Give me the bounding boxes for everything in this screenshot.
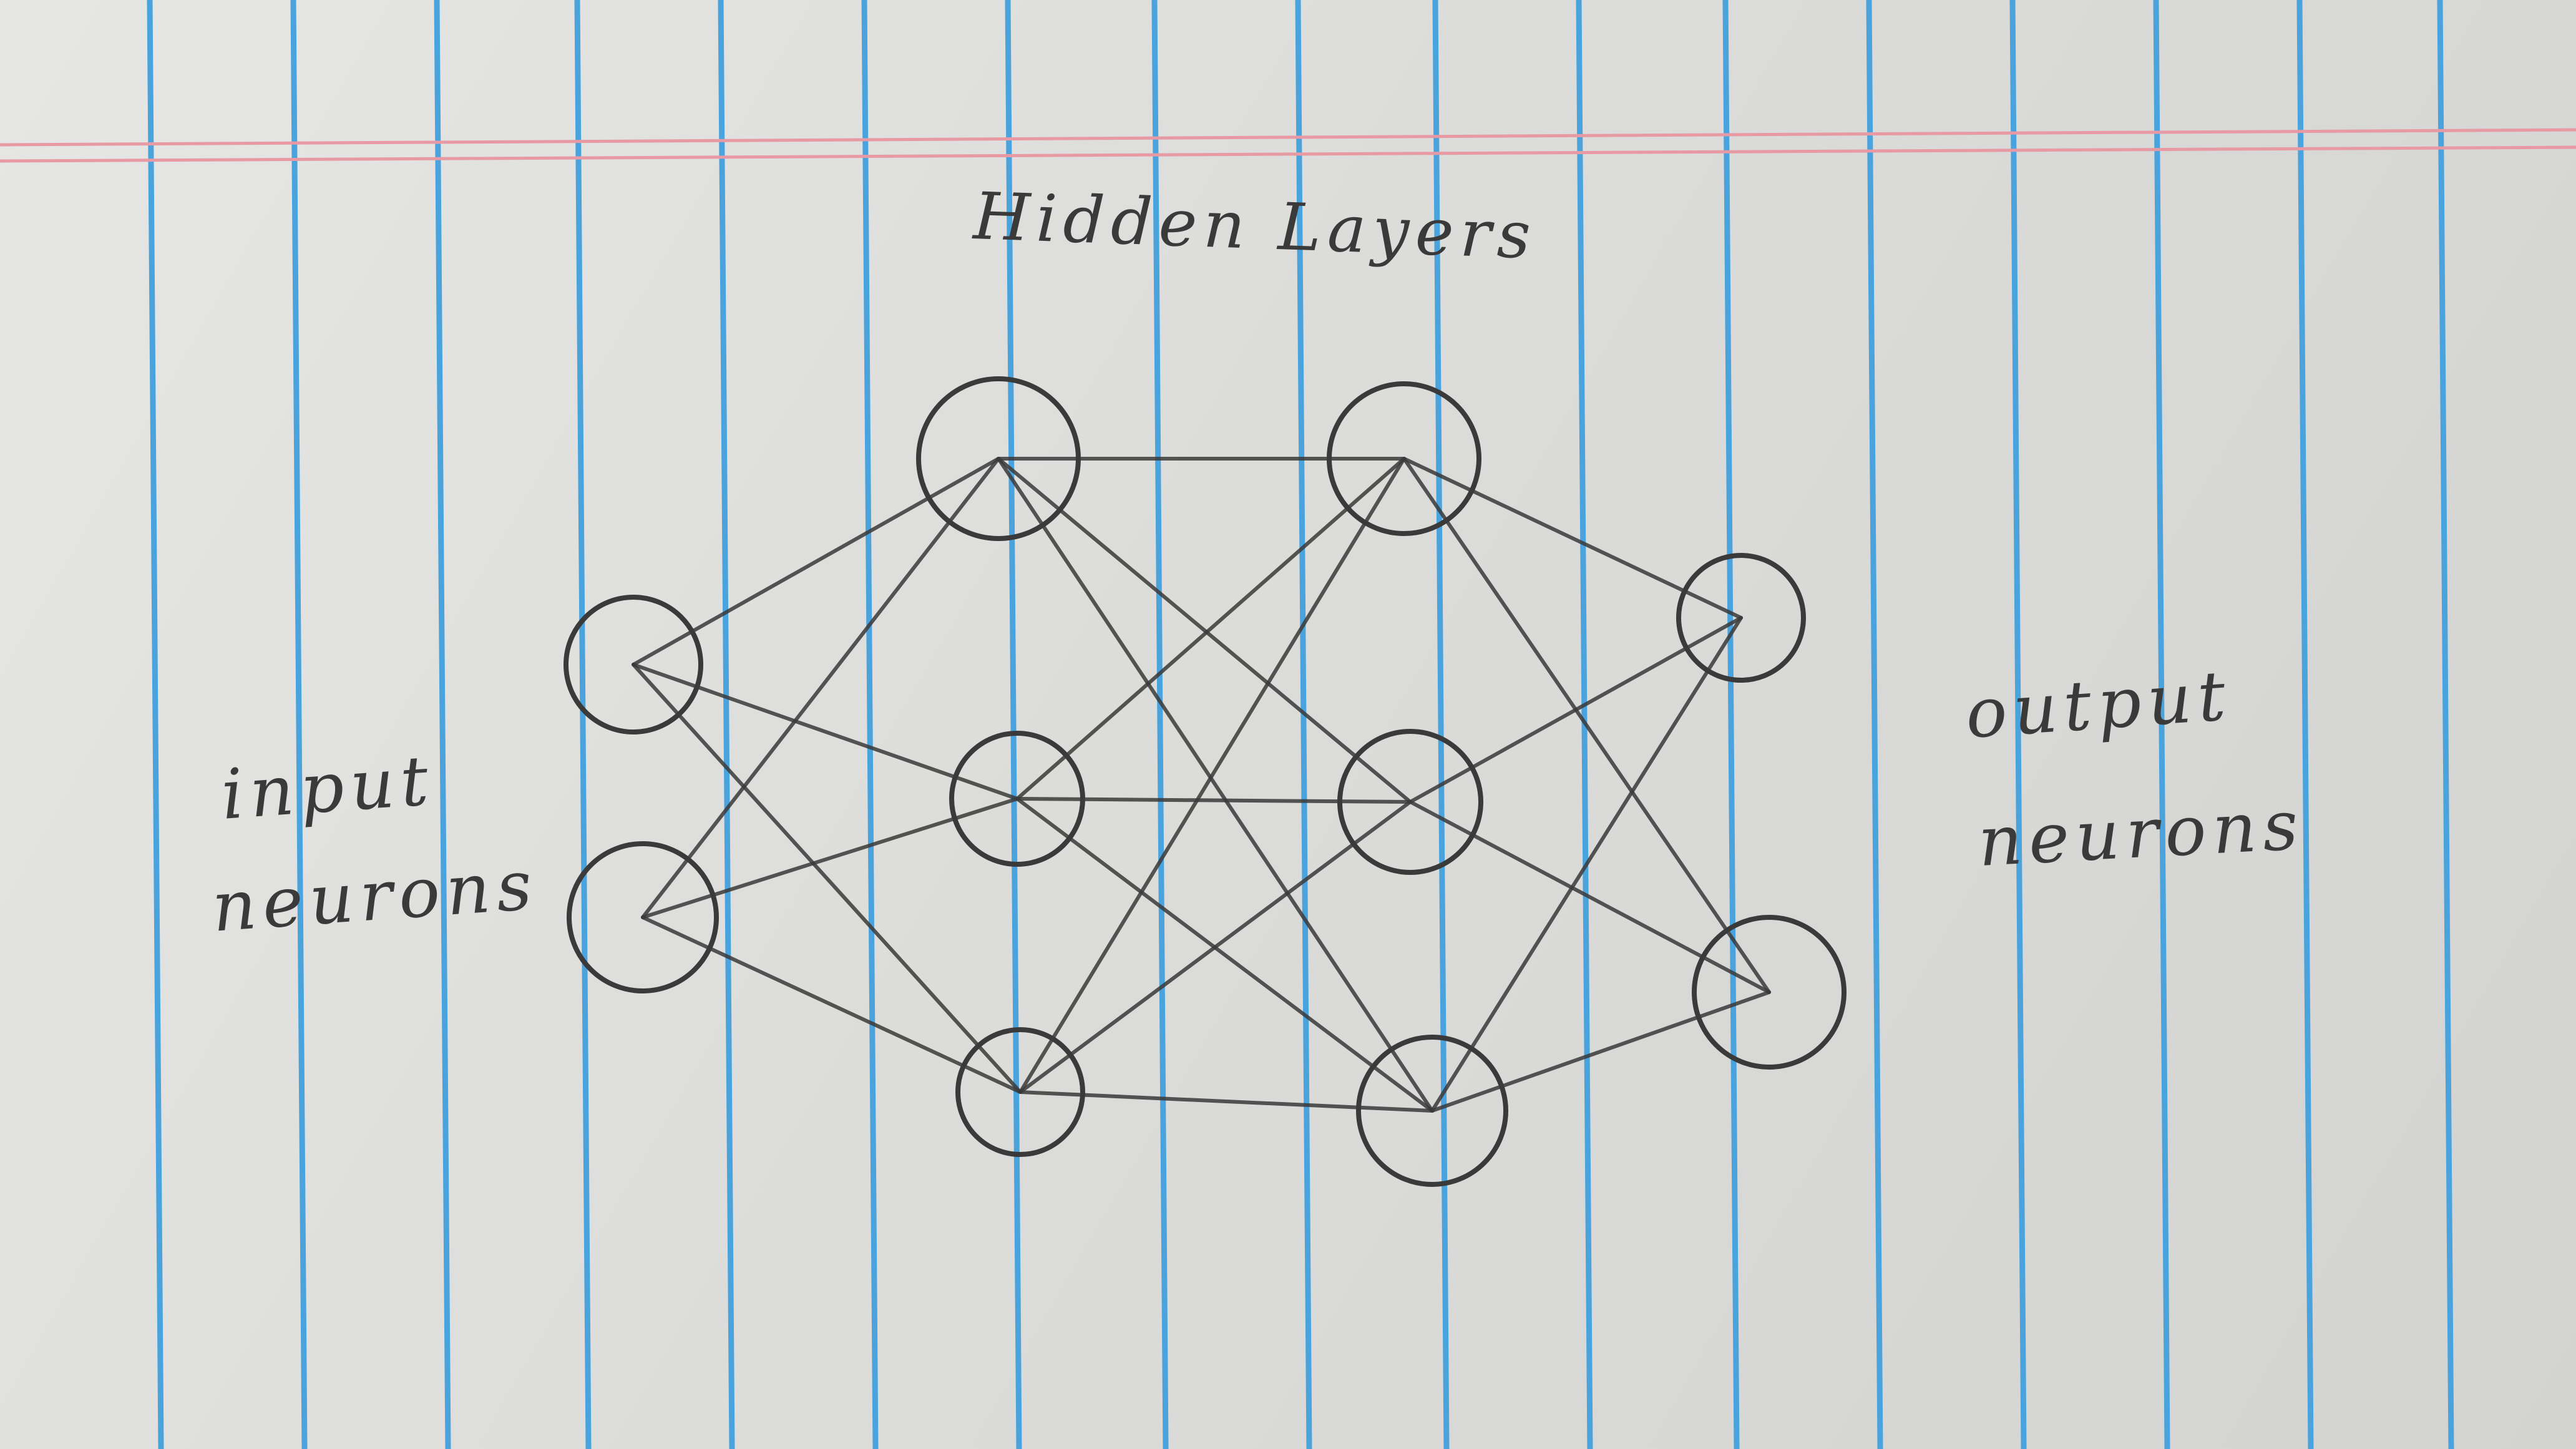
edge-line <box>1408 616 1743 804</box>
input-neuron-1 <box>564 595 703 734</box>
edge-line <box>1408 800 1771 994</box>
edge-line <box>1430 616 1743 1113</box>
edge-line <box>632 663 1022 1094</box>
blue-rule-line <box>1722 0 1740 1449</box>
edge-line <box>1015 457 1406 801</box>
output-neuron-2 <box>1692 915 1847 1070</box>
hidden-1-neuron-3 <box>955 1027 1085 1157</box>
blue-rule-line <box>1432 0 1450 1449</box>
blue-rule-line <box>1151 0 1169 1449</box>
hidden-1-neuron-2 <box>949 731 1085 867</box>
hidden-2-neuron-2 <box>1337 729 1483 875</box>
blue-rule-line <box>1005 0 1022 1449</box>
edge-line <box>1018 800 1412 1094</box>
edge-line <box>1402 457 1771 994</box>
network-edges <box>632 457 1771 1113</box>
edge-line <box>641 915 1022 1094</box>
blue-rule-line <box>718 0 735 1449</box>
blue-rule-line <box>2009 0 2027 1449</box>
red-margin-lines <box>0 128 2576 163</box>
edge-line <box>1018 457 1406 1094</box>
ruled-lines <box>147 0 2454 1449</box>
input-neuron-2 <box>567 841 719 993</box>
edge-line <box>641 797 1019 919</box>
blue-rule-line <box>861 0 879 1449</box>
blue-rule-line <box>2296 0 2314 1449</box>
edge-line <box>1018 1090 1434 1113</box>
blue-rule-line <box>2437 0 2454 1449</box>
blue-rule-line <box>1295 0 1312 1449</box>
blue-rule-line <box>147 0 164 1449</box>
edge-line <box>632 457 1000 666</box>
edge-line <box>997 457 1412 804</box>
blue-rule-line <box>290 0 308 1449</box>
output-neuron-1 <box>1676 553 1806 683</box>
hidden-1-neuron-1 <box>916 376 1081 541</box>
network-nodes <box>564 376 1847 1187</box>
blue-rule-line <box>1866 0 1883 1449</box>
hidden-2-neuron-3 <box>1356 1035 1508 1187</box>
output-label-line2: neurons <box>1976 784 2306 882</box>
edge-line <box>641 457 1000 919</box>
edge-line <box>1430 990 1771 1113</box>
edge-line <box>1015 797 1434 1113</box>
edge-line <box>1402 457 1743 620</box>
blue-rule-line <box>2153 0 2170 1449</box>
edge-line <box>997 457 1434 1113</box>
input-label-line1: input <box>218 740 437 835</box>
blue-rule-line <box>574 0 592 1449</box>
hidden-2-neuron-1 <box>1327 381 1481 536</box>
edge-line <box>1015 797 1412 804</box>
blue-rule-line <box>434 0 451 1449</box>
